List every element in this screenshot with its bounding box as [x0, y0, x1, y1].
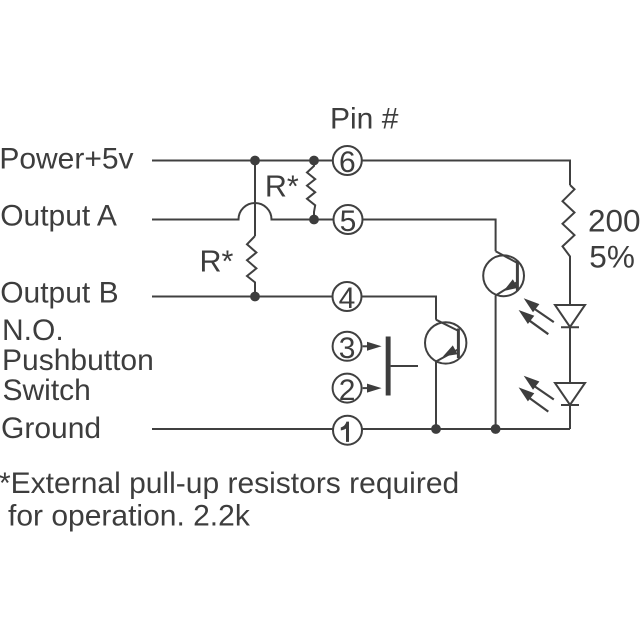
svg-text:Power+5v: Power+5v [0, 142, 134, 175]
svg-text:R*: R* [200, 244, 234, 278]
svg-text:200: 200 [588, 203, 640, 239]
svg-text:5%: 5% [589, 238, 635, 274]
svg-text:3: 3 [339, 332, 356, 365]
svg-text:Pin #: Pin # [330, 103, 399, 136]
svg-text:Switch: Switch [3, 374, 91, 407]
svg-text:Output B: Output B [0, 276, 118, 309]
svg-text:*External pull-up resistors re: *External pull-up resistors required [0, 467, 459, 500]
svg-text:for operation. 2.2k: for operation. 2.2k [8, 500, 251, 533]
svg-text:4: 4 [339, 282, 356, 315]
svg-text:Ground: Ground [1, 412, 101, 445]
svg-text:Pushbutton: Pushbutton [2, 344, 154, 377]
svg-text:Output A: Output A [0, 200, 117, 233]
svg-text:N.O.: N.O. [2, 314, 64, 347]
svg-text:5: 5 [340, 205, 357, 238]
svg-text:R*: R* [265, 170, 299, 204]
svg-text:2: 2 [339, 374, 356, 407]
svg-text:6: 6 [339, 146, 356, 179]
